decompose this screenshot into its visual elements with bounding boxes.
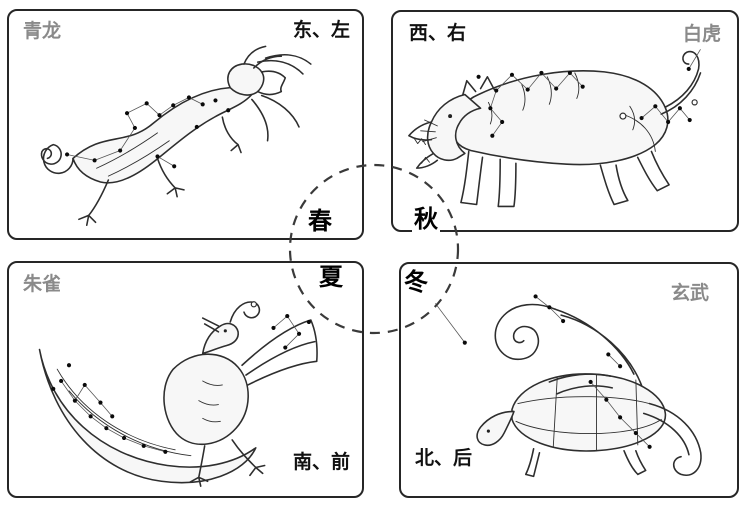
constellation-name-dragon: 青龙	[23, 21, 62, 42]
season-label-spring: 春	[306, 208, 334, 235]
constellation-name-tiger: 白虎	[682, 24, 721, 45]
panel-white-tiger: 西、右 白虎	[391, 10, 739, 232]
direction-label-east-left: 东、左	[292, 20, 350, 41]
constellation-name-bird: 朱雀	[23, 274, 62, 295]
white-tiger-illustration	[408, 49, 702, 208]
direction-label-north-back: 北、后	[415, 448, 473, 469]
direction-label-west-right: 西、右	[409, 23, 467, 44]
panel-azure-dragon: 青龙 东、左	[7, 9, 364, 240]
season-label-summer: 夏	[317, 264, 345, 291]
constellation-name-tortoise: 玄武	[670, 283, 709, 304]
azure-dragon-illustration	[40, 45, 312, 227]
season-label-autumn: 秋	[412, 206, 440, 233]
season-label-winter: 冬	[402, 269, 430, 296]
direction-label-south-front: 南、前	[292, 452, 350, 473]
panel-vermilion-bird: 朱雀 南、前	[7, 261, 364, 498]
panel-black-tortoise: 玄武 北、后	[399, 262, 739, 498]
vermilion-bird-illustration	[38, 301, 318, 487]
